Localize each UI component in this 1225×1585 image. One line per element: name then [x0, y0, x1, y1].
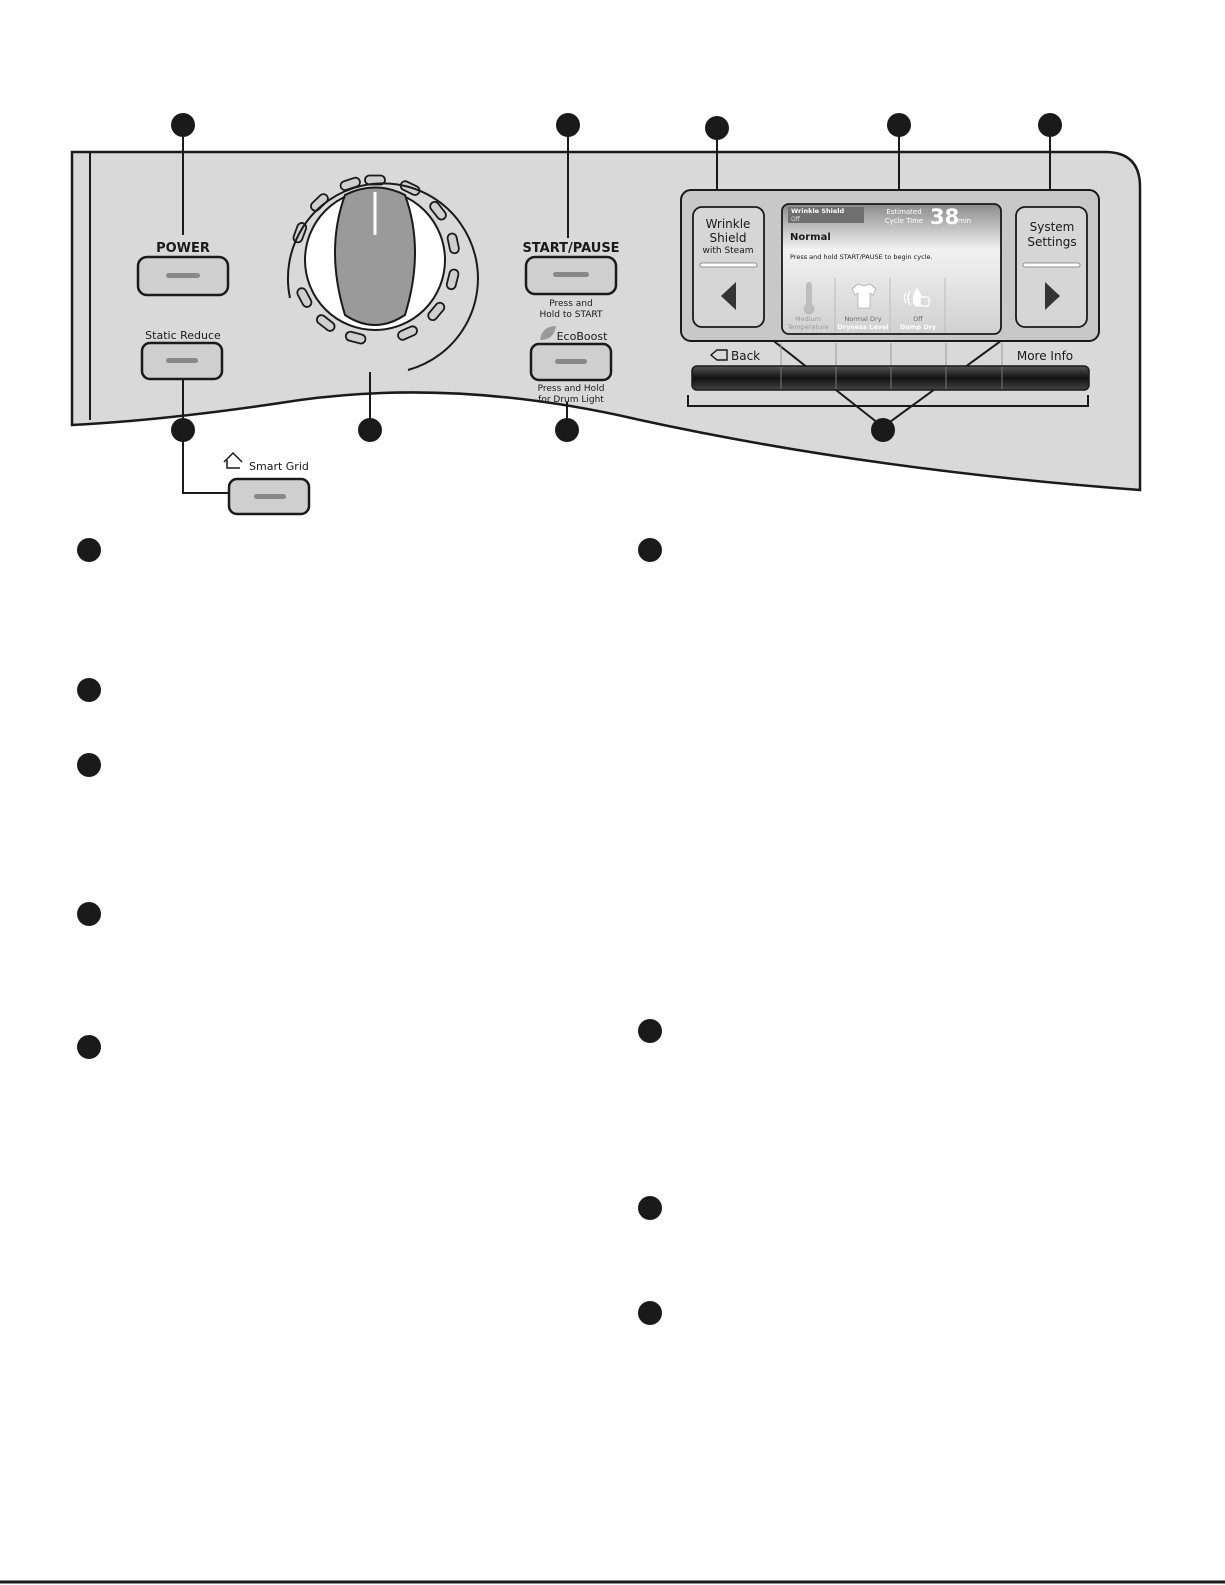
description-dot-left-1 [77, 538, 101, 562]
dial-outer-arc [287, 182, 479, 371]
description-dot-left-2 [77, 678, 101, 702]
start-pause-label: START/PAUSE [522, 241, 619, 256]
soft-key-strip [691, 365, 1090, 391]
temp-line2: Temperature [786, 323, 828, 331]
cycle-selector-knob[interactable] [287, 174, 479, 371]
system-line1: System [1030, 220, 1075, 234]
description-dot-left-3 [77, 753, 101, 777]
start-pause-button[interactable] [524, 255, 618, 296]
cycle-name: Normal [790, 232, 831, 243]
system-line2: Settings [1027, 235, 1076, 249]
system-settings-button[interactable]: System Settings [1015, 206, 1088, 328]
callout-dot-cycle-knob [358, 418, 382, 442]
soft-key-2[interactable] [781, 366, 836, 390]
thermometer-icon [803, 282, 815, 315]
dial-led-segment [445, 268, 460, 291]
smart-grid-home-icon [223, 451, 243, 469]
damp-line2: Damp Dry [900, 323, 937, 331]
dial-led-segment [397, 325, 418, 341]
leaf-icon [540, 326, 556, 340]
callout-dot-wrinkle-shield [705, 116, 729, 140]
callout-dot-start-pause [556, 113, 580, 137]
wrinkle-line1: Wrinkle [706, 217, 751, 231]
screen-wrinkle-shield-value: Off [791, 216, 801, 223]
callout-dot-power [171, 113, 195, 137]
dial-led-segment [429, 201, 447, 221]
description-dot-left-5 [77, 1035, 101, 1059]
description-dot-right-4 [638, 1301, 662, 1325]
screen-instruction: Press and hold START/PAUSE to begin cycl… [790, 253, 933, 261]
left-arrow-icon [721, 282, 736, 310]
back-label: Back [731, 349, 760, 363]
callout-dot-static-smart-grid [171, 418, 195, 442]
description-dot-right-2 [638, 1019, 662, 1043]
shirt-icon [851, 283, 877, 309]
callout-dot-soft-keys [871, 418, 895, 442]
screen-wrinkle-shield-label: Wrinkle Shield [791, 207, 845, 215]
description-dot-left-4 [77, 902, 101, 926]
description-dot-right-3 [638, 1196, 662, 1220]
ecoboost-sub1: Press and Hold [538, 384, 605, 394]
soft-key-3[interactable] [836, 366, 891, 390]
cycle-time-unit: min [958, 217, 971, 225]
dial-led-segment [427, 301, 446, 322]
power-label: POWER [156, 241, 210, 256]
cycle-time-minutes: 38 [930, 205, 959, 229]
dial-led-segment [316, 314, 336, 332]
wrinkle-shield-button[interactable]: Wrinkle Shield with Steam [692, 206, 765, 328]
soft-key-5[interactable] [946, 366, 1002, 390]
damp-line1: Off [913, 315, 923, 323]
estimated-line2: Cycle Time [885, 217, 924, 225]
dial-led-segment [344, 330, 367, 345]
more-info-label: More Info [1017, 349, 1073, 363]
callout-dot-display [887, 113, 911, 137]
temp-line1: Medium [795, 315, 821, 323]
display-screen: Wrinkle Shield Off Estimated Cycle Time … [781, 203, 1002, 335]
damp-dry-icon [903, 287, 930, 307]
dial-grip [334, 186, 416, 326]
wrinkle-shield-status-box [788, 207, 864, 223]
dial-led-segment [446, 232, 460, 255]
ecoboost-button[interactable] [529, 342, 613, 382]
static-reduce-label: Static Reduce [145, 329, 221, 342]
start-pause-sub2: Hold to START [539, 310, 603, 320]
smart-grid-label: Smart Grid [249, 460, 309, 473]
back-arrow-icon [709, 349, 728, 361]
description-dot-right-1 [638, 538, 662, 562]
start-pause-sub1: Press and [549, 299, 592, 309]
soft-key-dividers [780, 343, 1003, 366]
dry-line1: Normal Dry [844, 315, 881, 323]
dial-led-segment [296, 287, 313, 308]
callout-dots [171, 113, 1062, 442]
ecoboost-label: EcoBoost [557, 330, 608, 343]
soft-key-4[interactable] [891, 366, 946, 390]
estimated-line1: Estimated [886, 208, 921, 216]
soft-key-more-info[interactable] [1002, 366, 1089, 390]
power-button[interactable] [136, 255, 230, 297]
description-dots [77, 538, 662, 1325]
wrinkle-line3: with Steam [702, 246, 753, 256]
static-reduce-button[interactable] [140, 341, 224, 381]
callout-dot-system-settings [1038, 113, 1062, 137]
ecoboost-sub2: for Drum Light [538, 395, 604, 405]
callout-dot-ecoboost [555, 418, 579, 442]
right-arrow-icon [1045, 282, 1060, 310]
soft-key-back[interactable] [692, 366, 781, 390]
dry-line2: Dryness Level [837, 323, 888, 331]
smart-grid-button[interactable] [227, 477, 311, 516]
wrinkle-line2: Shield [710, 231, 747, 245]
